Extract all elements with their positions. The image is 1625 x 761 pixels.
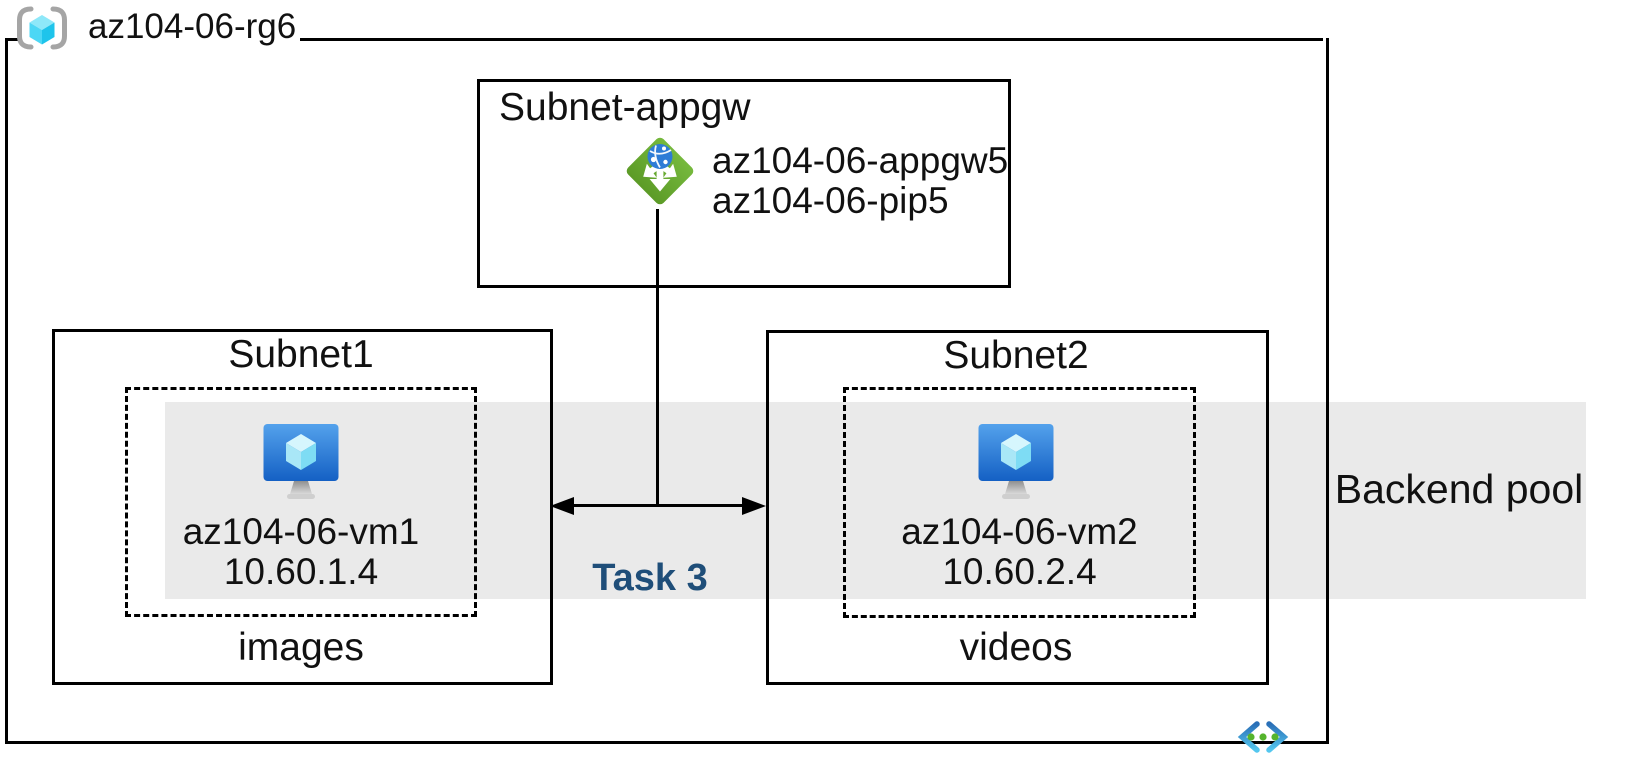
- vm1-name-label: az104-06-vm1: [182, 511, 420, 552]
- gateway-subnet-box: [477, 79, 1011, 288]
- gateway-name-label: az104-06-appgw5: [712, 140, 1009, 181]
- subnet2-storage-label: videos: [959, 626, 1073, 669]
- subnet1-label: Subnet1: [228, 333, 374, 376]
- subnet1-storage-label: images: [238, 626, 364, 669]
- subnet1-box: [52, 329, 553, 685]
- subnet2-dashed-zone: [843, 387, 1196, 618]
- subnet2-label: Subnet2: [943, 334, 1089, 377]
- public-ip-label: az104-06-pip5: [712, 180, 949, 221]
- virtual-machine-icon: [263, 424, 339, 499]
- virtual-machine-icon: [978, 424, 1054, 499]
- backend-arrow-line: [560, 504, 756, 507]
- vm1-ip-label: 10.60.1.4: [223, 551, 379, 592]
- resource-group-box: [5, 38, 1329, 744]
- backend-arrow-left-head: [550, 497, 574, 515]
- task-label: Task 3: [592, 557, 708, 599]
- virtual-network-icon: [1237, 721, 1289, 753]
- backend-pool-label: Backend pool: [1334, 466, 1584, 512]
- vm2-name-label: az104-06-vm2: [901, 511, 1138, 552]
- subnet2-box: [766, 330, 1269, 685]
- subnet1-dashed-zone: [125, 387, 477, 617]
- resource-group-icon: [17, 6, 67, 50]
- resource-group-label: az104-06-rg6: [88, 7, 297, 46]
- gateway-subnet-label: Subnet-appgw: [499, 86, 751, 129]
- backend-pool-band: [165, 402, 1586, 599]
- resource-group-box-top-border-right: [300, 38, 1323, 41]
- vm2-labels: az104-06-vm2 10.60.2.4: [843, 512, 1196, 592]
- gateway-connector-line: [656, 209, 659, 507]
- backend-arrow-right-head: [742, 497, 766, 515]
- resource-group-box-top-border-left: [5, 38, 18, 41]
- gateway-labels: az104-06-appgw5 az104-06-pip5: [712, 141, 1008, 221]
- vm1-labels: az104-06-vm1 10.60.1.4: [125, 512, 477, 592]
- vm2-ip-label: 10.60.2.4: [942, 551, 1097, 592]
- application-gateway-icon: [626, 137, 694, 205]
